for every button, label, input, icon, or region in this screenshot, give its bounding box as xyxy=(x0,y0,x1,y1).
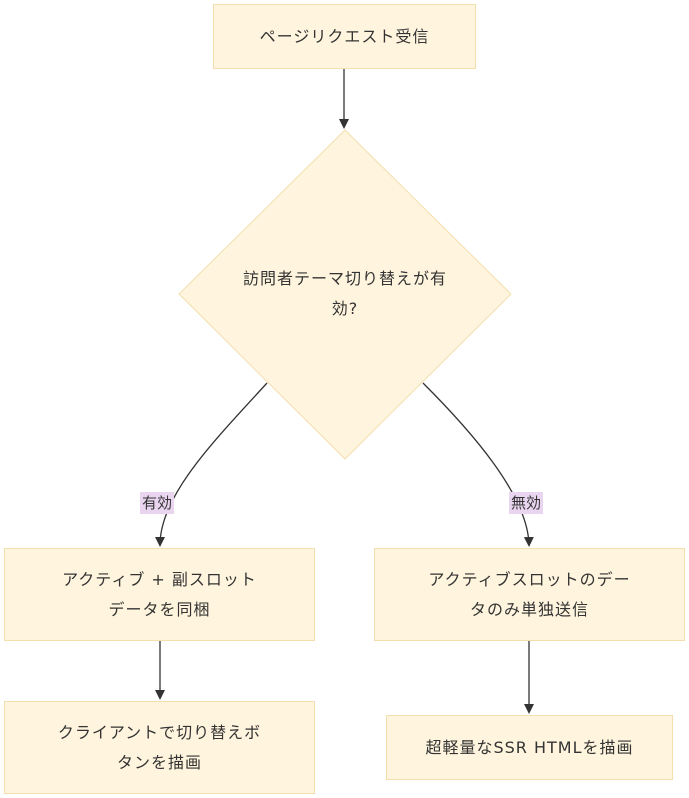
node-decision-label: 訪問者テーマ切り替えが有 効? xyxy=(242,269,447,318)
node-decision-label-box: 訪問者テーマ切り替えが有 効? xyxy=(219,259,471,329)
decision-diamond xyxy=(178,129,512,460)
node-page-request: ページリクエスト受信 xyxy=(213,4,476,69)
node-active-only: アクティブスロットのデー タのみ単独送信 xyxy=(374,548,685,641)
node-active-only-label: アクティブスロットのデー タのみ単独送信 xyxy=(428,569,631,619)
edge-label-no: 無効 xyxy=(509,492,544,514)
edge-decision-to-active-fetch xyxy=(155,382,268,547)
node-active-fetch: アクティブ + 副スロット データを同梱 xyxy=(4,548,315,641)
edge-label-yes: 有効 xyxy=(140,492,175,514)
node-active-fetch-label: アクティブ + 副スロット データを同梱 xyxy=(62,569,257,619)
node-render-toggle-label: クライアントで切り替えボ タンを描画 xyxy=(57,722,262,772)
node-render-toggle: クライアントで切り替えボ タンを描画 xyxy=(4,701,315,794)
node-render-ssr: 超軽量なSSR HTMLを描画 xyxy=(386,715,673,780)
node-page-request-label: ページリクエスト受信 xyxy=(259,26,430,46)
node-render-ssr-label: 超軽量なSSR HTMLを描画 xyxy=(425,737,634,757)
edge-decision-to-active-only xyxy=(422,382,534,547)
